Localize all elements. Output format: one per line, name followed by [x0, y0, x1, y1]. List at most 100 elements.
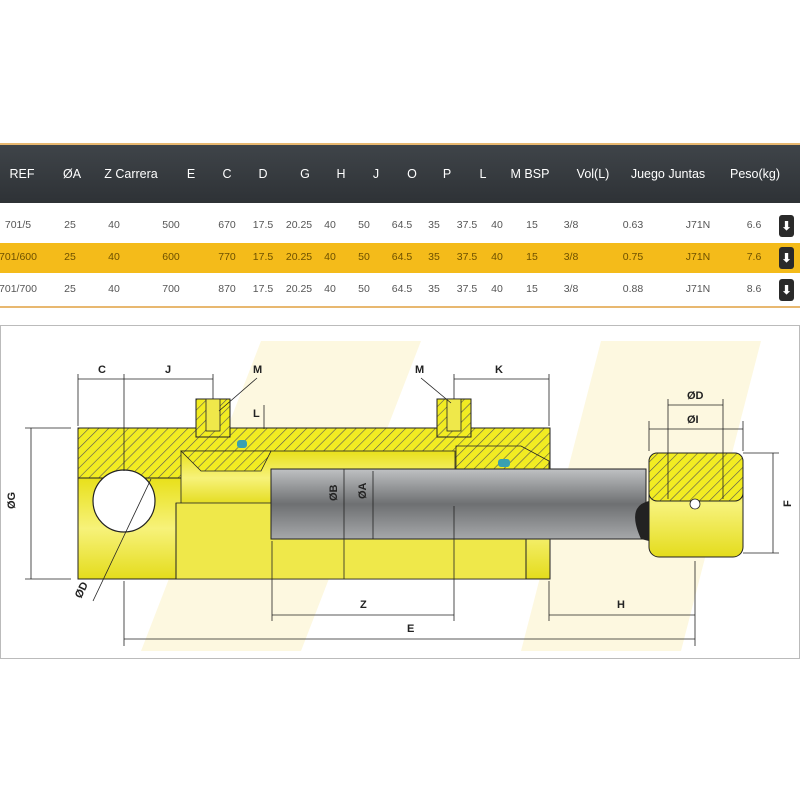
- dim-k: K: [495, 364, 503, 376]
- dim-z: Z: [360, 599, 367, 611]
- cell-a: 25: [64, 283, 76, 295]
- cell-z: 40: [108, 251, 120, 263]
- cell-c: 670: [218, 219, 236, 231]
- download-arrow-icon[interactable]: ⬇: [779, 247, 794, 269]
- cell-l: 37.5: [456, 219, 478, 231]
- cell-z: 40: [108, 219, 120, 231]
- dim-a: ØA: [357, 482, 369, 499]
- header-l: L: [479, 167, 487, 181]
- table-row: 701/700 25 40 700 870 17.5 20.25 40 50 6…: [0, 275, 800, 305]
- cell-juntas: J71N: [685, 283, 711, 295]
- cell-p: 35: [428, 251, 440, 263]
- cell-col-13: 40: [491, 283, 503, 295]
- cell-col-14: 15: [526, 283, 538, 295]
- port-right: [436, 398, 472, 438]
- cell-peso: 6.6: [746, 219, 762, 231]
- table-row: 701/5 25 40 500 670 17.5 20.25 40 50 64.…: [0, 211, 800, 241]
- header-ref: REF: [9, 167, 35, 181]
- cell-col-14: 15: [526, 219, 538, 231]
- download-arrow-icon[interactable]: ⬇: [779, 279, 794, 301]
- header-o: O: [407, 167, 417, 181]
- rod-eye: [635, 452, 744, 558]
- cell-j: 50: [358, 283, 370, 295]
- header-vol: Vol(L): [576, 167, 610, 181]
- cell-e: 600: [162, 251, 180, 263]
- spec-table: REF ØA Z Carrera E C D G H J O P L M BSP…: [0, 143, 800, 308]
- cell-j: 50: [358, 219, 370, 231]
- table-header: REF ØA Z Carrera E C D G H J O P L M BSP…: [0, 145, 800, 203]
- cylinder-drawing: C J M M K ØI ØD L ØG ØB ØA F ØD Z H E: [0, 325, 800, 659]
- cell-juntas: J71N: [685, 251, 711, 263]
- header-a: ØA: [62, 167, 82, 181]
- dim-c: C: [98, 364, 106, 376]
- cell-d: 17.5: [252, 283, 274, 295]
- dimension-lines: [25, 374, 779, 646]
- cell-vol: 0.63: [622, 219, 644, 231]
- table-row: 701/600 25 40 600 770 17.5 20.25 40 50 6…: [0, 243, 800, 273]
- download-arrow-icon[interactable]: ⬇: [779, 215, 794, 237]
- cell-e: 700: [162, 283, 180, 295]
- dim-h: H: [617, 599, 625, 611]
- header-c: C: [222, 167, 232, 181]
- header-z: Z Carrera: [104, 167, 158, 181]
- cylinder-diagram: C J M M K ØI ØD L ØG ØB ØA F ØD Z H E: [6, 341, 794, 651]
- dim-g: ØG: [6, 492, 18, 509]
- cell-ref: 701/600: [0, 251, 37, 263]
- cell-col-13: 40: [491, 219, 503, 231]
- cell-p: 35: [428, 283, 440, 295]
- cell-e: 500: [162, 219, 180, 231]
- header-h: H: [336, 167, 346, 181]
- dim-m-left: M: [253, 364, 262, 376]
- cell-g: 20.25: [285, 283, 313, 295]
- cell-peso: 7.6: [746, 251, 762, 263]
- cell-l: 37.5: [456, 251, 478, 263]
- dim-d-top: ØD: [687, 390, 704, 402]
- cell-o: 64.5: [391, 251, 413, 263]
- dim-i: ØI: [687, 414, 699, 426]
- header-e: E: [186, 167, 196, 181]
- cell-a: 25: [64, 251, 76, 263]
- cell-mbsp: 3/8: [563, 219, 579, 231]
- cell-g: 20.25: [285, 219, 313, 231]
- cell-juntas: J71N: [685, 219, 711, 231]
- header-j: J: [372, 167, 380, 181]
- header-peso: Peso(kg): [729, 167, 781, 181]
- dim-j: J: [165, 364, 171, 376]
- cell-mbsp: 3/8: [563, 283, 579, 295]
- cell-vol: 0.75: [622, 251, 644, 263]
- header-mbsp: M BSP: [510, 167, 550, 181]
- cell-g: 20.25: [285, 251, 313, 263]
- dim-e: E: [407, 623, 414, 635]
- header-d: D: [258, 167, 268, 181]
- dim-f: F: [782, 500, 794, 507]
- dim-m-right: M: [415, 364, 424, 376]
- cell-col-13: 40: [491, 251, 503, 263]
- dim-d-side: ØD: [73, 580, 91, 600]
- cell-ref: 701/5: [4, 219, 32, 231]
- cell-j: 50: [358, 251, 370, 263]
- cell-mbsp: 3/8: [563, 251, 579, 263]
- cell-l: 37.5: [456, 283, 478, 295]
- dim-b: ØB: [328, 484, 340, 501]
- cell-p: 35: [428, 219, 440, 231]
- cell-o: 64.5: [391, 283, 413, 295]
- cell-d: 17.5: [252, 251, 274, 263]
- cell-vol: 0.88: [622, 283, 644, 295]
- piston-rod: [270, 468, 647, 540]
- dim-l: L: [253, 408, 260, 420]
- cell-h: 40: [324, 219, 336, 231]
- header-juntas: Juego Juntas: [630, 167, 706, 181]
- cell-z: 40: [108, 283, 120, 295]
- cell-h: 40: [324, 283, 336, 295]
- cell-d: 17.5: [252, 219, 274, 231]
- cell-c: 870: [218, 283, 236, 295]
- header-p: P: [442, 167, 452, 181]
- port-left: [195, 398, 231, 438]
- cell-col-14: 15: [526, 251, 538, 263]
- cell-o: 64.5: [391, 219, 413, 231]
- header-g: G: [300, 167, 310, 181]
- cell-h: 40: [324, 251, 336, 263]
- cell-ref: 701/700: [0, 283, 37, 295]
- cell-peso: 8.6: [746, 283, 762, 295]
- cell-c: 770: [218, 251, 236, 263]
